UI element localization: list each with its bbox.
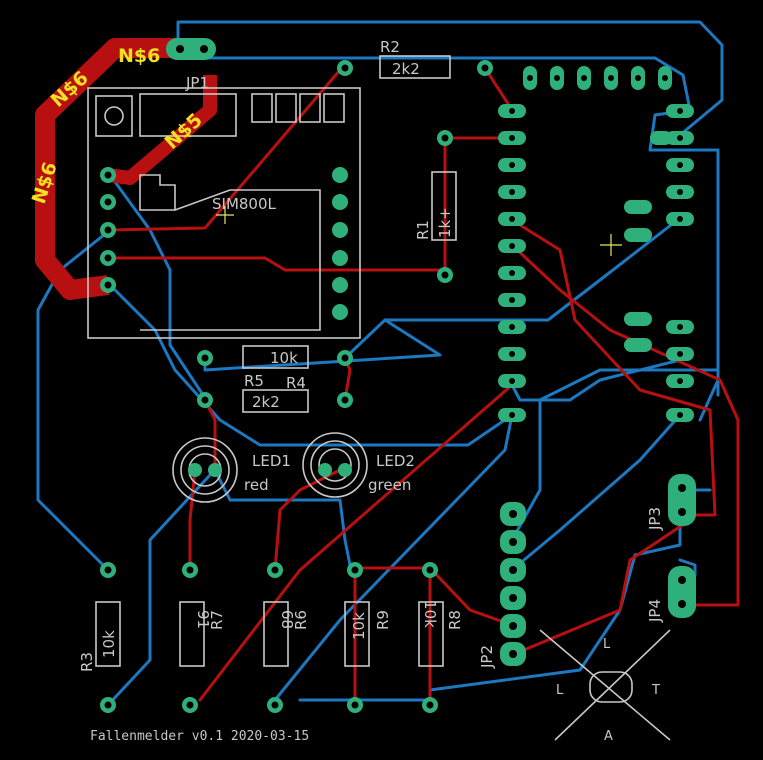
r8-label: R8 <box>446 610 464 630</box>
r4-label: R4 <box>286 374 306 392</box>
sim800l-label: SIM800L <box>212 195 277 213</box>
jp1-label: JP1 <box>185 74 209 92</box>
jp3-label: JP3 <box>646 507 664 531</box>
sensor-l-top: L <box>603 637 611 652</box>
r3-label: R3 <box>78 652 96 672</box>
led2-label: LED2 <box>376 452 415 470</box>
sim800l-outline <box>87 87 361 339</box>
jp4-label: JP4 <box>646 599 664 623</box>
r2-value: 2k2 <box>392 60 420 78</box>
r7-value: 91 <box>194 610 212 629</box>
jp2-pins <box>500 502 526 666</box>
r8-value: 10k <box>421 600 439 628</box>
top-copper-traces <box>35 38 740 707</box>
r6-label: R6 <box>292 610 310 630</box>
r9-label: R9 <box>374 610 392 630</box>
r2-label: R2 <box>380 38 400 56</box>
round-pads <box>100 60 493 713</box>
board-footer-text: Fallenmelder v0.1 2020-03-15 <box>90 729 309 744</box>
labels: N$6 N$6 N$6 N$5 JP1 SIM800L R2 2k2 R1 1k… <box>28 38 664 744</box>
top-header-pins <box>523 66 672 90</box>
sensor-t: T <box>651 683 660 698</box>
sensor-a: A <box>604 729 613 744</box>
r7-label: R7 <box>208 610 226 630</box>
r4-value: 2k2 <box>252 393 280 411</box>
r3-value: 10k <box>100 630 118 658</box>
jp1-pins <box>166 38 216 60</box>
r9-value: 10k <box>350 612 368 640</box>
mcu-left-column <box>498 104 526 422</box>
r5-value: 10k <box>270 349 298 367</box>
r1-label: R1 <box>414 220 432 240</box>
net-label-n6-top: N$6 <box>118 45 160 67</box>
jp2-label: JP2 <box>478 645 496 669</box>
led1-label: LED1 <box>252 452 291 470</box>
jp3-jp4-pins <box>668 474 696 618</box>
mcu-right-column <box>624 104 694 422</box>
r1-value: 1k+ <box>436 207 454 238</box>
led1-color: red <box>244 476 269 494</box>
silkscreen <box>87 55 671 741</box>
bottom-copper-traces <box>36 20 724 707</box>
net-label-n6-left: N$6 <box>28 159 62 206</box>
led2-color: green <box>368 476 411 494</box>
drill-holes <box>104 45 686 709</box>
r5-label: R5 <box>244 372 264 390</box>
r6-value: 68 <box>278 610 296 629</box>
sensor-l-left: L <box>556 683 564 698</box>
pads <box>100 38 696 713</box>
